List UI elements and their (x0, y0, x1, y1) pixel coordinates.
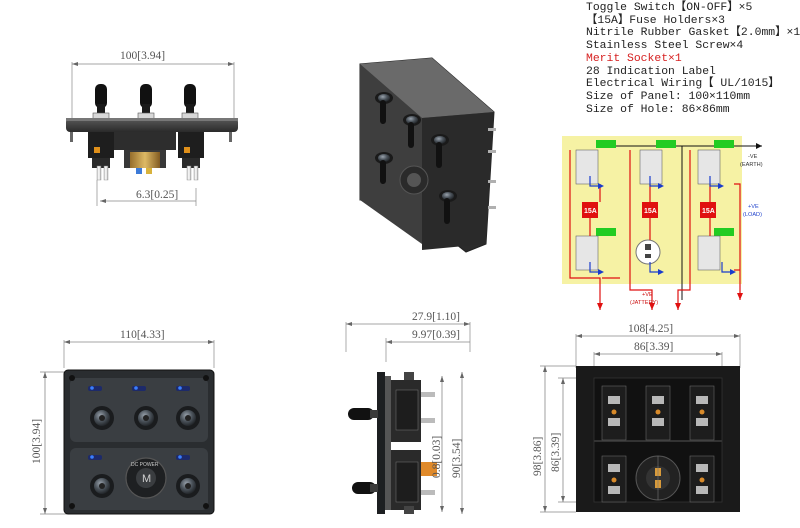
spec-item: 【15A】Fuse Holders×3 (586, 14, 725, 27)
dim-back-height: 98[3.86] (532, 437, 544, 476)
socket-letter: M (142, 473, 151, 485)
dim-front-height: 100[3.94] (31, 419, 43, 464)
terminal-block-icon (601, 385, 715, 503)
load-label: +VE (748, 204, 759, 210)
isometric-view (359, 57, 496, 253)
fuse-icon (700, 202, 716, 218)
dim-top-width: 100[3.94] (120, 50, 165, 62)
switch-body (178, 132, 204, 158)
top-view: 100[3.94] (66, 50, 238, 206)
spec-item: Electrical Wiring【 UL/1015】 (586, 78, 780, 91)
fuse-label: 15A (702, 208, 715, 215)
indicator-led-icon (88, 386, 190, 460)
fuse-label: 15A (644, 208, 657, 215)
spec-item: Stainless Steel Screw×4 (586, 40, 744, 53)
socket-body (114, 132, 176, 150)
toggle-switch-icon (92, 84, 199, 120)
dim-front-width: 110[4.33] (120, 329, 165, 341)
toggle-knob-icon (90, 406, 200, 498)
battery-sub: (JATTERY) (630, 300, 658, 306)
dim-top-pin: 6.3[0.25] (136, 189, 178, 201)
dim-side-face: 9.97[0.39] (412, 329, 460, 341)
front-view: 110[4.33] 100[3.94] DC POWER (31, 329, 215, 515)
earth-label: -VE (748, 154, 758, 160)
fuse-icon (642, 202, 658, 218)
socket-icon (635, 239, 661, 265)
spec-item: Toggle Switch【ON-OFF】×5 (586, 2, 753, 14)
switch-body (88, 132, 114, 158)
dim-back-hole-width: 86[3.39] (634, 341, 673, 353)
battery-label: +VE (642, 292, 653, 298)
side-view: 27.9[1.10] 9.97[0.39] 0.8[0.03] 90[3.54] (345, 311, 471, 514)
side-toggle-icon (348, 408, 374, 420)
dim-back-width: 108[4.25] (628, 323, 673, 335)
fuse-icon (582, 202, 598, 218)
dim-side-depth: 27.9[1.10] (412, 311, 460, 323)
earth-sub: (EARTH) (740, 162, 763, 168)
load-sub: (LOAD) (743, 212, 762, 218)
dim-back-hole-height: 86[3.39] (550, 433, 562, 472)
spec-item: 28 Indication Label (586, 65, 716, 78)
dim-side-gasket: 0.8[0.03] (431, 436, 443, 478)
fuse-label: 15A (584, 208, 597, 215)
spec-item-highlight: Merit Socket×1 (586, 52, 682, 65)
spec-list: Toggle Switch【ON-OFF】×5 【15A】Fuse Holder… (586, 2, 800, 116)
dim-side-height: 90[3.54] (451, 439, 463, 478)
panel-edge (66, 118, 238, 132)
spec-item: Size of Panel: 100×110mm (586, 90, 751, 103)
spec-item: Size of Hole: 86×86mm (586, 103, 730, 116)
wiring-diagram: 15A 15A 15A (562, 136, 763, 310)
back-view: 108[4.25] 86[3.39] 98[3.86] 86[3.39] (532, 323, 741, 513)
socket-ring-text: DC POWER (131, 462, 159, 468)
spec-item: Nitrile Rubber Gasket【2.0mm】×1 (586, 27, 800, 40)
iso-switch-array (375, 92, 457, 224)
